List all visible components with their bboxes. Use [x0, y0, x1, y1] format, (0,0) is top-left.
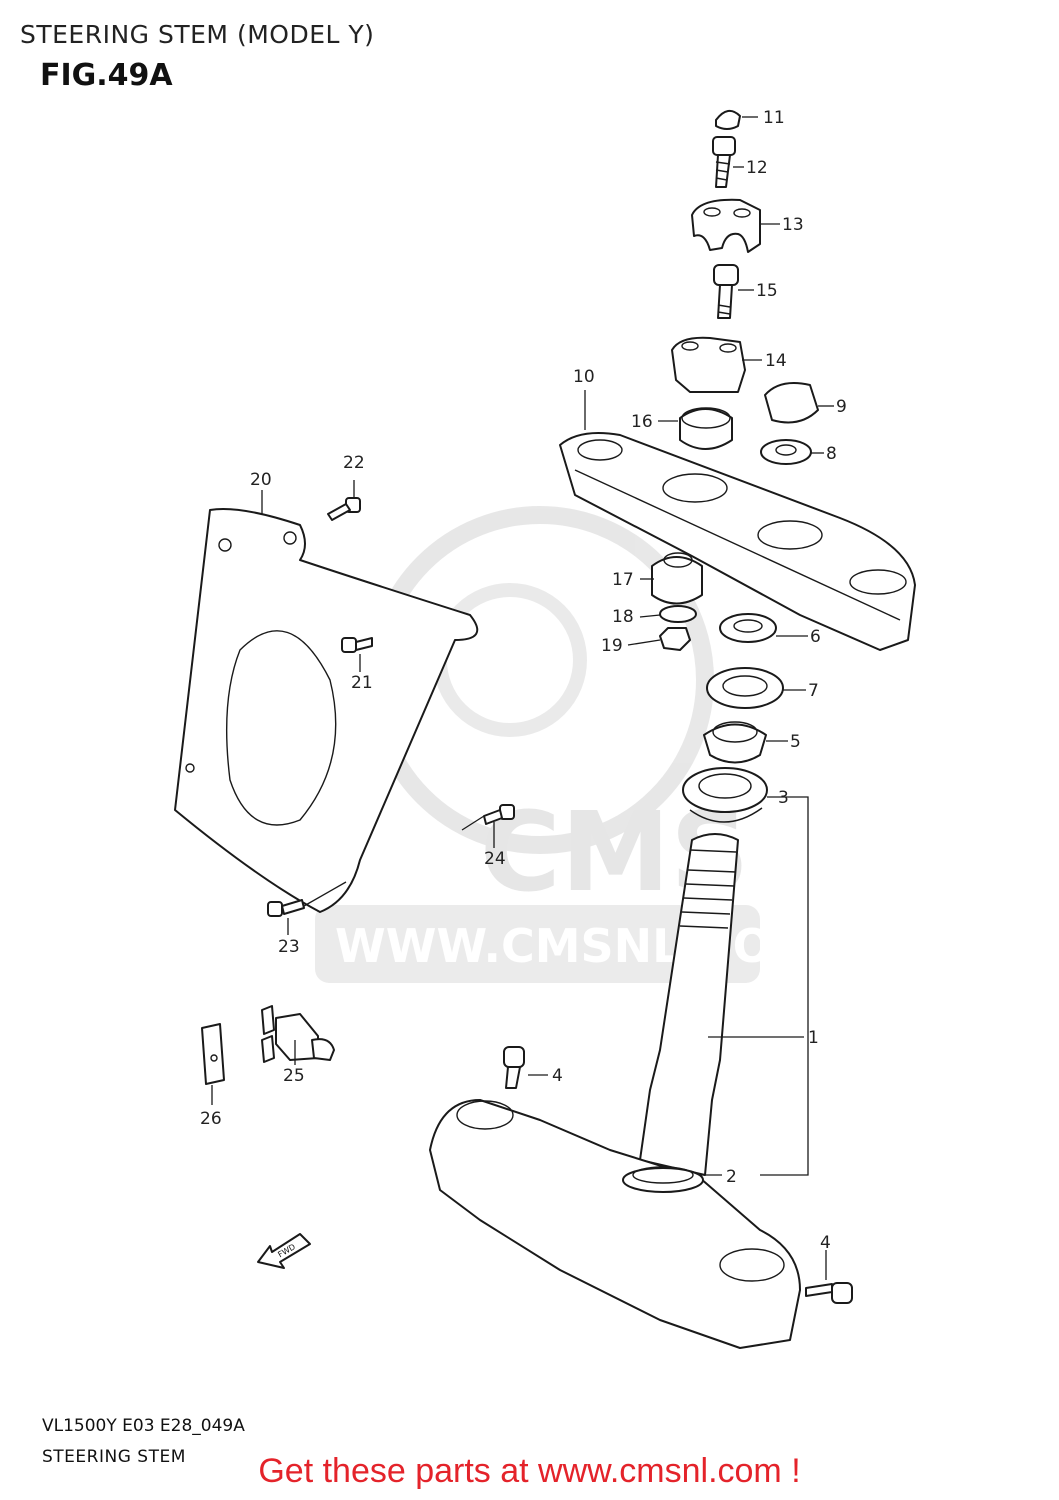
ring-nut-part-6: [719, 613, 777, 643]
handlebar-holder-part-14: [671, 336, 746, 393]
nut-part-19: [659, 627, 691, 651]
callout-22: 22: [343, 453, 365, 473]
leader-lines: [211, 116, 834, 1280]
washer-part-18: [659, 605, 697, 623]
callout-13: 13: [782, 215, 804, 235]
upper-bracket-part-10: [559, 432, 916, 651]
callout-labels: 1 2 3 4 4 5 6 7 8 9 10 11 12 13 14 15 16…: [200, 108, 847, 1253]
callout-4-upper: 4: [552, 1066, 563, 1086]
callout-19: 19: [601, 636, 623, 656]
spacer-part-17: [651, 552, 703, 605]
callout-2: 2: [726, 1167, 737, 1187]
callout-11: 11: [763, 108, 785, 128]
diagram-code: VL1500Y E03 E28_049A: [42, 1416, 245, 1436]
callout-4-lower: 4: [820, 1233, 831, 1253]
steering-stem-part-1: [639, 833, 739, 1176]
page-title: STEERING STEM (MODEL Y): [20, 20, 375, 49]
figure-number: FIG.49A: [40, 58, 173, 93]
callout-12: 12: [746, 158, 768, 178]
callout-18: 18: [612, 607, 634, 627]
bolt-part-22: [327, 497, 361, 521]
bolt-part-24: [483, 804, 515, 825]
cover-part-20: [174, 508, 479, 913]
forward-arrow-icon: FWD: [257, 1233, 311, 1269]
callout-1: 1: [808, 1028, 819, 1048]
watermark-url: WWW.CMSNL.COM: [335, 919, 818, 973]
callout-9: 9: [836, 397, 847, 417]
diagram-caption: STEERING STEM: [42, 1447, 186, 1467]
seal-part-2: [632, 1166, 694, 1184]
callout-24: 24: [484, 849, 506, 869]
callout-7: 7: [808, 681, 819, 701]
callout-25: 25: [283, 1066, 305, 1086]
handlebar-clamp-upper-part-13: [691, 198, 761, 253]
bolt-part-21: [341, 637, 373, 653]
bolt-part-15: [713, 264, 739, 319]
clip-part-26: [201, 1023, 225, 1085]
callout-26: 26: [200, 1109, 222, 1129]
washer-part-8: [760, 439, 812, 465]
callout-23: 23: [278, 937, 300, 957]
promo-link[interactable]: Get these parts at www.cmsnl.com !: [258, 1452, 801, 1490]
callout-10: 10: [573, 367, 595, 387]
callout-8: 8: [826, 444, 837, 464]
callout-15: 15: [756, 281, 778, 301]
callout-5: 5: [790, 732, 801, 752]
bolt-part-23: [267, 899, 305, 917]
cap-part-11: [715, 109, 741, 130]
callout-21: 21: [351, 673, 373, 693]
callout-3: 3: [778, 788, 789, 808]
dust-seal-part-7: [706, 667, 784, 709]
steering-stem-lower-bracket: [429, 1099, 801, 1349]
bush-part-16: [679, 407, 733, 450]
bearing-lower-part-3: [682, 767, 768, 823]
callout-16: 16: [631, 412, 653, 432]
callout-17: 17: [612, 570, 634, 590]
bolt-part-12: [712, 136, 736, 188]
bearing-upper-part-5: [703, 721, 767, 764]
steering-lock-part-25: [261, 1005, 335, 1063]
nut-part-9: [764, 382, 819, 424]
callout-6: 6: [810, 627, 821, 647]
bolt-part-4-lower: [805, 1282, 853, 1304]
bolt-part-4-upper: [503, 1046, 525, 1089]
callout-20: 20: [250, 470, 272, 490]
callout-14: 14: [765, 351, 787, 371]
